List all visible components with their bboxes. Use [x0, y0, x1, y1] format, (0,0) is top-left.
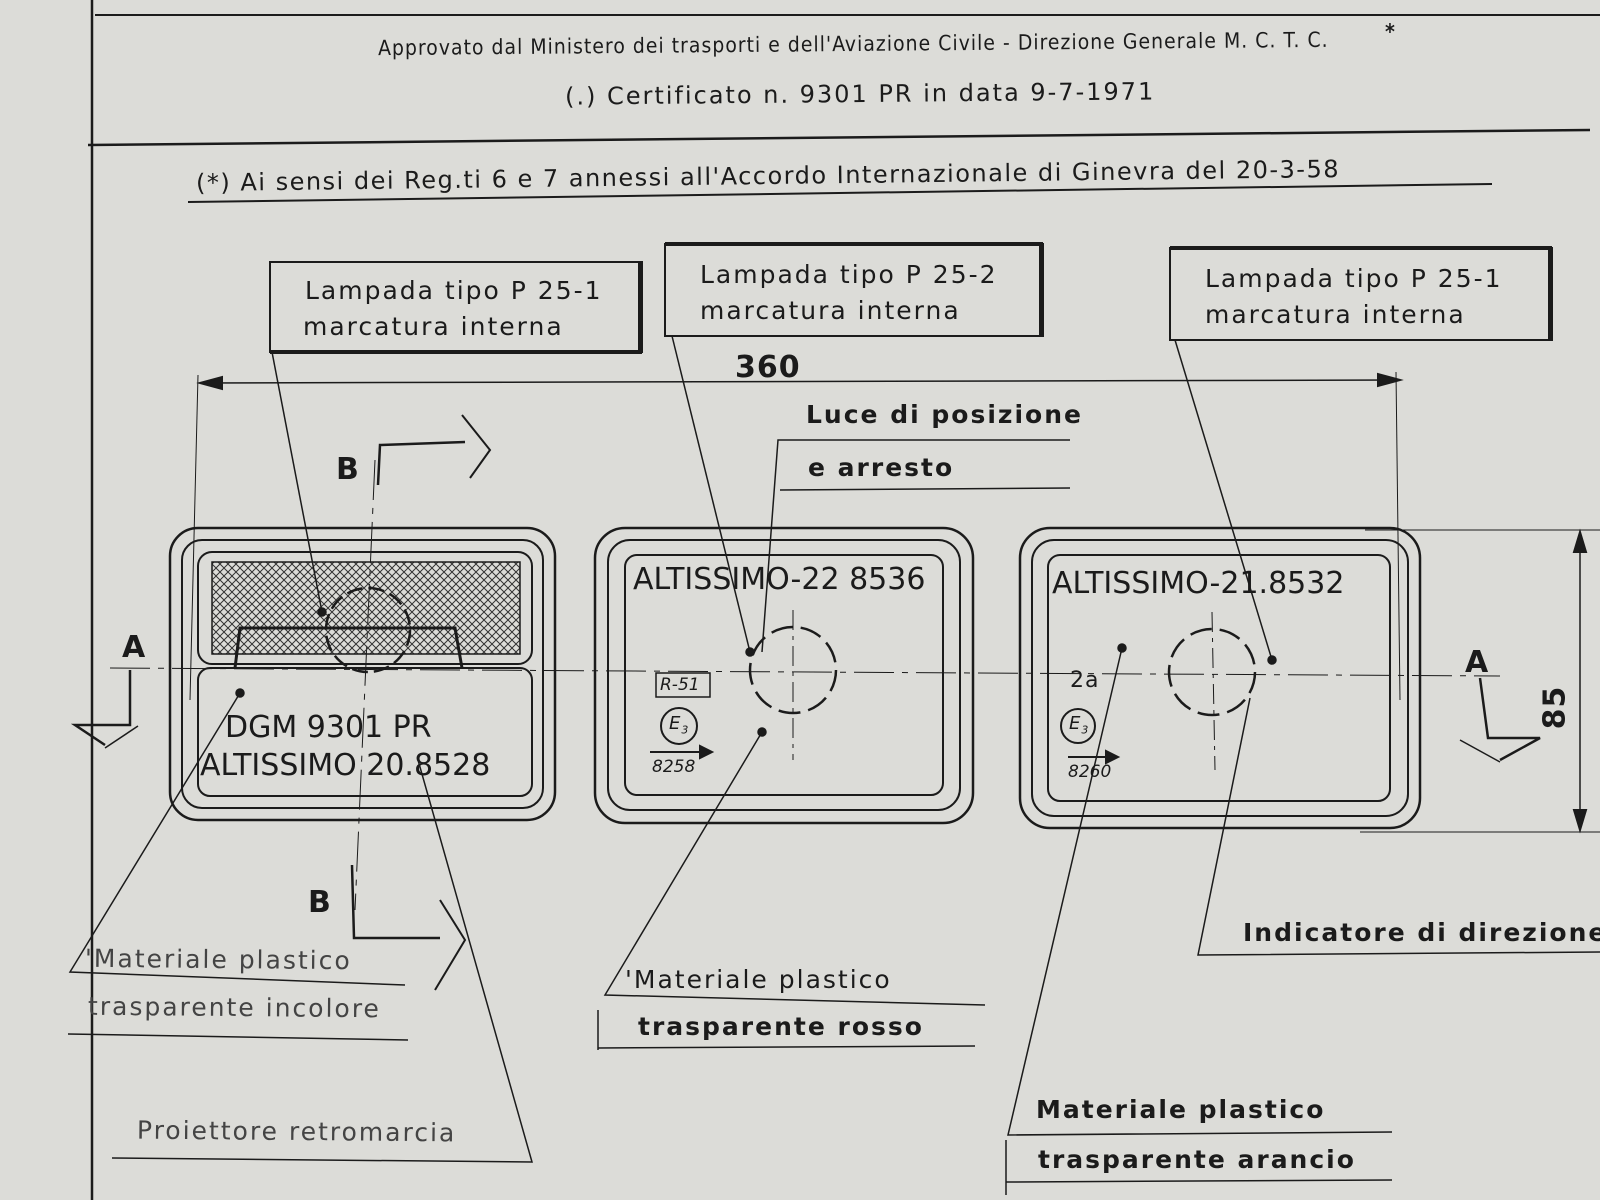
callout-left-line1: Lampada tipo P 25-1 — [305, 276, 603, 305]
lamp-center-reg: R-51 — [660, 675, 700, 695]
callout-right-line1: Lampada tipo P 25-1 — [1205, 264, 1503, 293]
lamp-right-e-mark: E3 — [1069, 713, 1090, 737]
section-a-right: A — [1465, 645, 1490, 680]
lamp-right-housing — [1018, 526, 1422, 830]
position-light-line2: e arresto — [808, 453, 955, 482]
lamp-center-housing — [593, 526, 975, 825]
leader-lines — [67, 335, 1600, 1195]
certificate-number: (.) Certificato n. 9301 PR in data 9-7-1… — [564, 77, 1156, 111]
callout-center-line1: Lampada tipo P 25-2 — [700, 260, 998, 289]
dimension-width-label: 360 — [735, 350, 801, 385]
lamp-right-category: 2a — [1070, 668, 1100, 693]
callout-left-line2: marcatura interna — [303, 312, 564, 341]
plastic-orange-line1: Materiale plastico — [1036, 1095, 1326, 1124]
direction-indicator-label: Indicatore di direzione — [1243, 918, 1600, 947]
section-line-b — [350, 414, 492, 991]
lamp-center-code: ALTISSIMO-22 8536 — [633, 562, 926, 597]
approval-asterisk: * — [1385, 20, 1396, 44]
section-line-a — [70, 667, 1541, 763]
callout-box-left — [269, 261, 643, 354]
lamp-center-number: 8258 — [652, 757, 696, 777]
dimension-width — [189, 371, 1404, 701]
reverse-light-label: Proiettore retromarcia — [136, 1115, 457, 1148]
plastic-orange-line2: trasparente arancio — [1038, 1145, 1356, 1174]
dimension-height — [1360, 528, 1600, 834]
callout-center-line2: marcatura interna — [700, 296, 961, 325]
plastic-clear-line1: 'Materiale plastico — [84, 943, 352, 976]
position-light-line1: Luce di posizione — [806, 400, 1083, 429]
dimension-height-label: 85 — [1537, 685, 1573, 730]
section-b-bottom: B — [308, 885, 332, 920]
lamp-left-marking-2: ALTISSIMO 20.8528 — [200, 748, 491, 783]
section-a-left: A — [122, 630, 147, 665]
lamp-left-housing — [168, 526, 557, 822]
lamp-right-code: ALTISSIMO-21.8532 — [1052, 566, 1345, 601]
section-b-top: B — [336, 452, 360, 487]
plastic-red-line2: trasparente rosso — [638, 1012, 924, 1041]
callout-box-right — [1169, 246, 1553, 341]
callout-box-center — [664, 242, 1044, 337]
lamp-center-e-mark: E3 — [669, 713, 690, 737]
plastic-red-line1: 'Materiale plastico — [625, 965, 892, 994]
plastic-clear-line2: trasparente incolore — [87, 991, 382, 1024]
lamp-right-number: 8260 — [1068, 762, 1112, 782]
lamp-left-marking-1: DGM 9301 PR — [225, 710, 432, 745]
callout-right-line2: marcatura interna — [1205, 300, 1466, 329]
